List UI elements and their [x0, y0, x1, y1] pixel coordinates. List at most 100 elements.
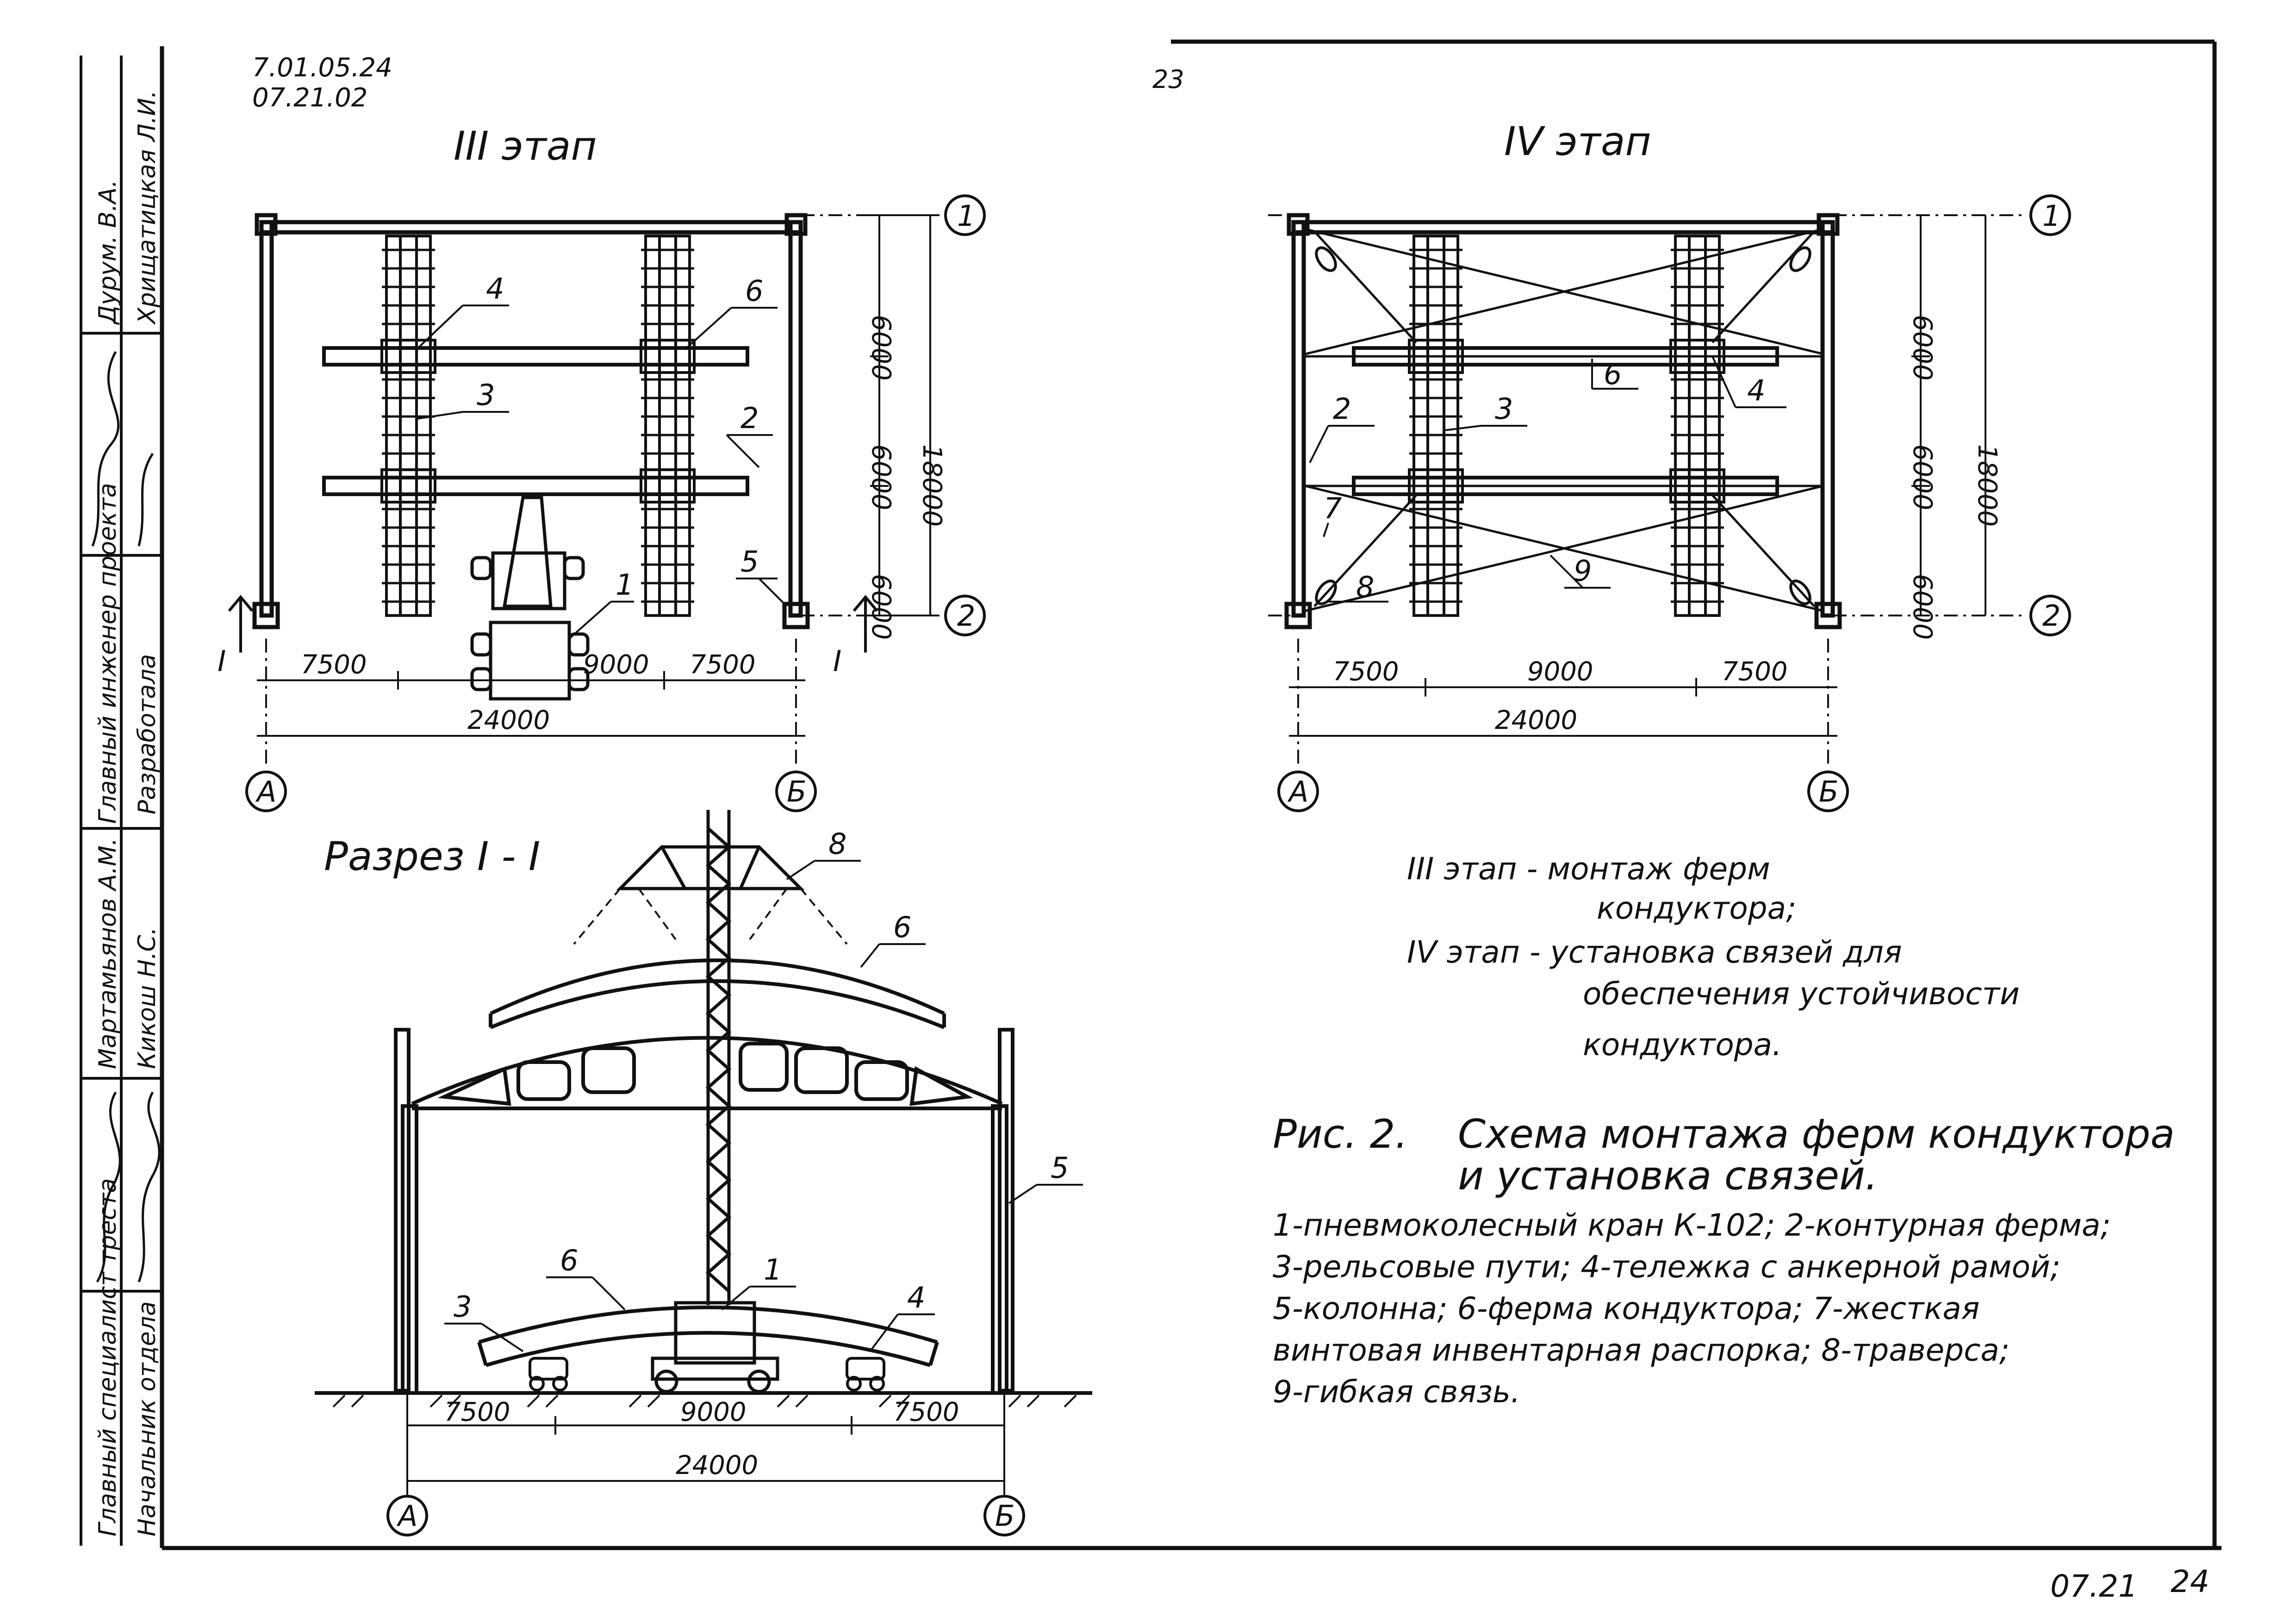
section-axis-a: А	[396, 1499, 417, 1533]
stage4-callout-7: 7	[1324, 491, 1342, 525]
stage3-title: III этап	[454, 123, 597, 169]
section-callout-6-bottom: 6	[560, 1244, 578, 1277]
signature-2	[137, 453, 154, 547]
sheet-number: 24	[2171, 1564, 2209, 1599]
section-dim-3: 7500	[893, 1397, 959, 1427]
stage3-callout-5: 5	[740, 545, 759, 578]
legend-line-4: винтовая инвентарная распорка; 8-траверс…	[1273, 1332, 2010, 1368]
crane-plan	[470, 496, 590, 701]
stamp-name-kikosh: Кикош Н.С.	[133, 927, 161, 1069]
sheet-code: 07.21	[2050, 1568, 2138, 1604]
stage4-sleepers	[1409, 249, 1724, 603]
stage-notes: III этап - монтаж ферм кондуктора; IV эт…	[1407, 851, 2020, 1063]
legend-line-5: 9-гибкая связь.	[1273, 1374, 1520, 1410]
stage4-callout-3: 3	[1495, 392, 1513, 426]
stage3-section-mark-right: I	[833, 644, 841, 678]
note-line-4: обеспечения устойчивости	[1583, 976, 2020, 1012]
section-view: Разрез I - I	[315, 810, 1092, 1536]
caption-fig-number: Рис. 2.	[1273, 1111, 1408, 1157]
stage3-axis-2: 2	[957, 599, 975, 633]
note-line-2: кондуктора;	[1597, 890, 1796, 926]
figure-caption: Рис. 2. Схема монтажа ферм кондуктора и …	[1273, 1111, 2175, 1410]
stage4-callout-6: 6	[1604, 357, 1622, 391]
section-dim-2: 9000	[680, 1397, 747, 1427]
doc-code-1: 7.01.05.24	[252, 53, 392, 83]
caption-title-2: и установка связей.	[1458, 1153, 1878, 1199]
signature-4	[137, 1091, 161, 1282]
page-number: 23	[1152, 65, 1184, 94]
traverse	[616, 845, 805, 890]
stamp-extra: Главный специалист треста	[94, 1178, 122, 1536]
stamp-role-chief-engineer: Главный инженер проекта	[94, 483, 122, 824]
stage4-dim-v-total: 18000	[1972, 444, 2002, 527]
section-callout-8: 8	[828, 827, 846, 861]
stage4-callout-2: 2	[1333, 392, 1351, 426]
section-dim-total: 24000	[676, 1450, 758, 1480]
stage3-axis-1: 1	[957, 199, 975, 233]
stamp-role-department-head: Начальник отдела	[133, 1301, 161, 1536]
doc-code-2: 07.21.02	[252, 83, 367, 113]
crane-section	[651, 1301, 779, 1393]
stage3-dim-v2: 6000	[866, 444, 896, 510]
stage3-dim-h3: 7500	[690, 650, 756, 680]
sheet-frame	[160, 39, 2221, 1550]
section-callout-1: 1	[764, 1253, 782, 1287]
contour-truss-arch	[411, 1036, 1003, 1110]
signature-3	[96, 1091, 121, 1283]
stage3-plan: III этап	[218, 123, 986, 812]
caption-title-1: Схема монтажа ферм кондуктора	[1458, 1111, 2175, 1157]
ground-hatch	[332, 1394, 1077, 1408]
stage4-dim-h-total: 24000	[1495, 705, 1577, 735]
section-callout-5: 5	[1051, 1151, 1069, 1185]
stage3-callout-3: 3	[477, 378, 495, 412]
section-callout-3: 3	[454, 1290, 472, 1324]
legend-line-2: 3-рельсовые пути; 4-тележка с анкерной р…	[1273, 1249, 2060, 1285]
stage4-callout-8: 8	[1356, 570, 1374, 604]
stage3-callout-1: 1	[616, 568, 634, 602]
stage4-plan: IV этап	[1268, 118, 2071, 812]
stamp-name-durum: Дурум. В.А.	[94, 180, 122, 325]
stamp-name-martamyanov: Мартамьянов А.М.	[94, 838, 122, 1069]
stage4-axis-b: Б	[1819, 775, 1839, 808]
signature-1	[91, 351, 120, 547]
stage3-callout-2: 2	[740, 401, 759, 435]
stage4-axis-a: А	[1287, 775, 1308, 808]
stage4-dim-v1: 6000	[1907, 315, 1937, 381]
section-title: Разрез I - I	[324, 833, 540, 880]
stage3-dim-v-total: 18000	[917, 444, 947, 527]
stage3-axis-b: Б	[787, 775, 807, 808]
stage3-axis-a: А	[255, 775, 276, 808]
legend-line-1: 1-пневмоколесный кран К-102; 2-контурная…	[1273, 1207, 2111, 1243]
stage4-title: IV этап	[1504, 118, 1651, 165]
stage3-callout-4: 4	[486, 272, 504, 305]
stamp-name-khrishchatitskaya: Хрищатицкая Л.И.	[133, 90, 161, 325]
stage4-axis-2: 2	[2042, 599, 2060, 633]
stage3-sleepers	[382, 249, 694, 603]
title-stamp: Главный инженер проекта Разработала Нача…	[80, 56, 162, 1546]
note-line-5: кондуктора.	[1583, 1027, 1782, 1063]
stamp-role-developer: Разработала	[133, 654, 161, 815]
note-line-3: IV этап - установка связей для	[1407, 934, 1902, 970]
section-callout-4: 4	[907, 1281, 925, 1314]
stage4-dim-h1: 7500	[1333, 657, 1399, 687]
legend-line-3: 5-колонна; 6-ферма кондуктора; 7-жесткая	[1273, 1291, 1979, 1326]
stage3-section-mark-left: I	[218, 644, 226, 678]
stage3-dim-v3: 6000	[866, 574, 896, 640]
stage4-dim-v3: 6000	[1907, 574, 1937, 640]
stage3-callout-6: 6	[745, 274, 763, 308]
stage3-dim-h1: 7500	[301, 650, 367, 680]
stage3-dim-h2: 9000	[583, 650, 649, 680]
stage3-dim-h-total: 24000	[467, 705, 550, 735]
section-dim-1: 7500	[444, 1397, 510, 1427]
stage4-callout-9: 9	[1574, 554, 1592, 588]
stage4-axis-1: 1	[2042, 199, 2060, 233]
ground-truss	[477, 1306, 939, 1367]
stage4-dim-h3: 7500	[1722, 657, 1788, 687]
section-axis-b: Б	[995, 1499, 1015, 1533]
section-callout-6-top: 6	[893, 910, 911, 944]
crane-mast	[705, 810, 732, 1305]
stage4-callout-4: 4	[1747, 373, 1765, 407]
note-line-1: III этап - монтаж ферм	[1407, 851, 1770, 887]
stage4-dim-h2: 9000	[1527, 657, 1593, 687]
